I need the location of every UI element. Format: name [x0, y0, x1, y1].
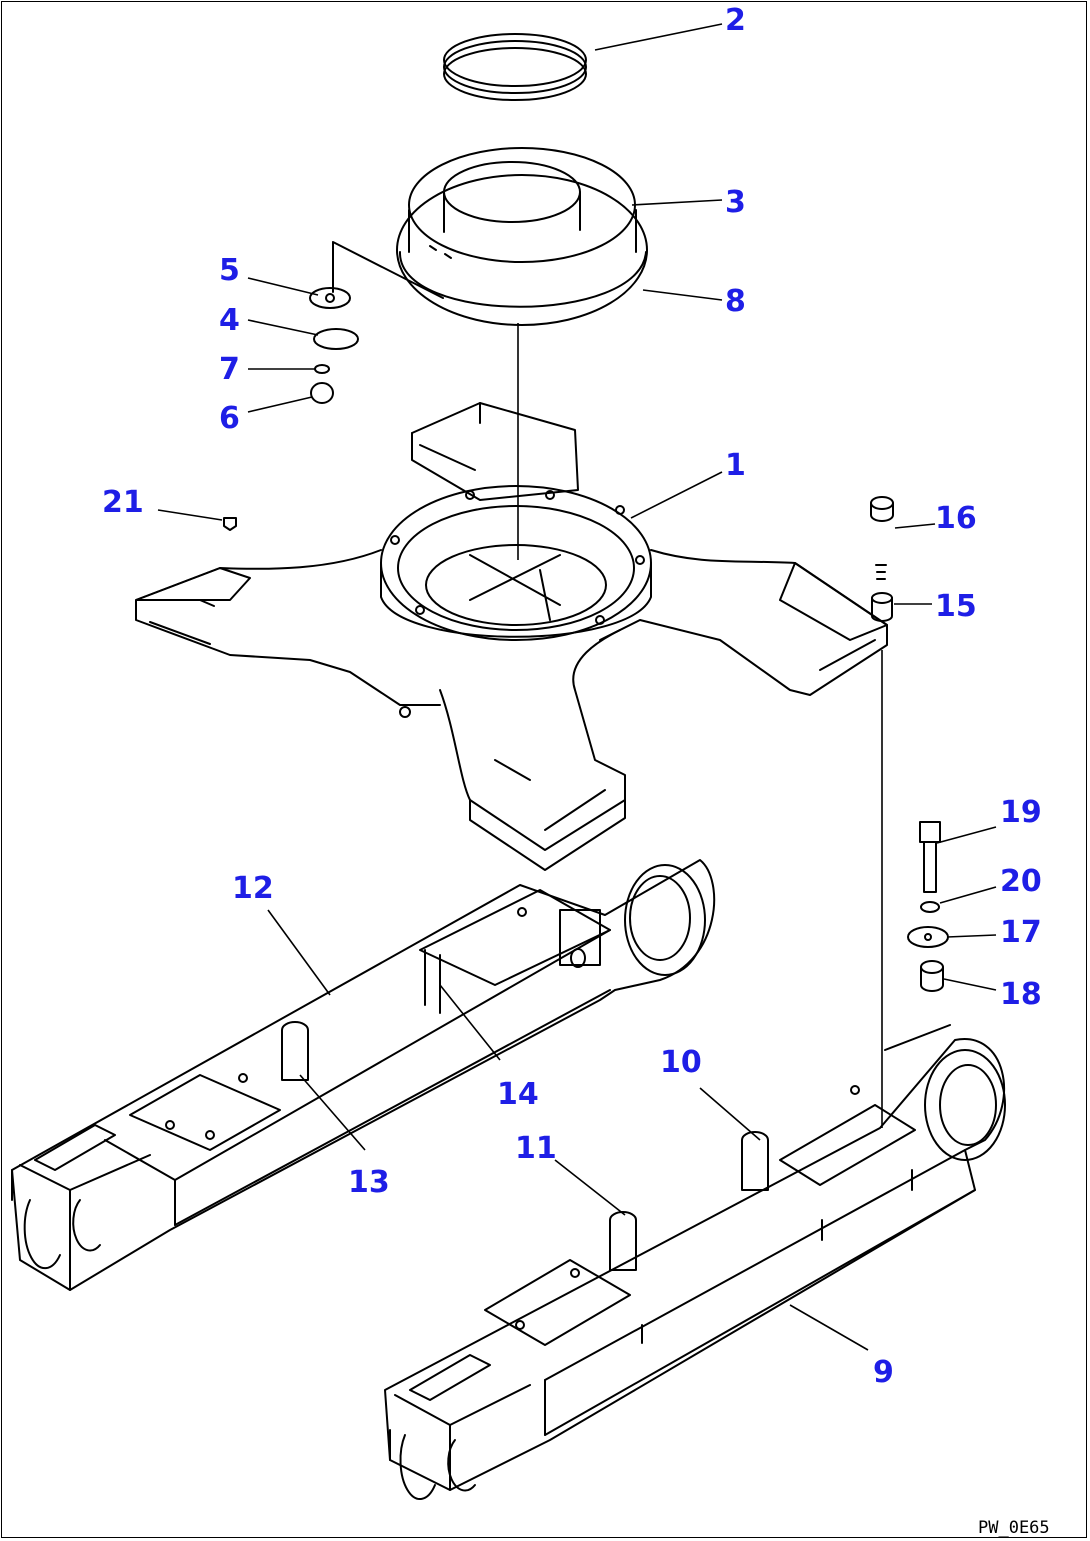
callout-16: 16: [935, 501, 977, 536]
callout-2: 2: [725, 3, 746, 38]
callout-7: 7: [219, 352, 240, 387]
part-12-left-track-frame: [11, 859, 716, 1291]
parts-19-20-17-18: [907, 821, 949, 992]
part-2-ring: [443, 33, 587, 101]
drawing-code: PW_0E65: [978, 1518, 1050, 1538]
part-9-right-track-frame: [384, 1024, 1006, 1501]
callout-18: 18: [1000, 977, 1042, 1012]
callout-5: 5: [219, 253, 240, 288]
parts-5-4-7-6-small: [309, 241, 444, 404]
callout-8: 8: [725, 284, 746, 319]
callout-12: 12: [232, 871, 274, 906]
callout-19: 19: [1000, 795, 1042, 830]
callout-11: 11: [515, 1131, 557, 1166]
callout-3: 3: [725, 185, 746, 220]
callout-15: 15: [935, 589, 977, 624]
callout-13: 13: [348, 1165, 390, 1200]
callout-17: 17: [1000, 915, 1042, 950]
part-1-center-frame: [135, 402, 888, 871]
leader-lines: [157, 23, 997, 1351]
callout-1: 1: [725, 448, 746, 483]
part-21-plug: [223, 517, 237, 531]
callout-labels: 2 3 8 5 4 7 6 1 21 16 15 19 20 17 18 12 …: [102, 3, 1042, 1390]
callout-20: 20: [1000, 864, 1042, 899]
callout-21: 21: [102, 485, 144, 520]
callout-6: 6: [219, 401, 240, 436]
callout-4: 4: [219, 303, 240, 338]
part-3-8-gear-ring: [396, 147, 648, 326]
callout-14: 14: [497, 1077, 539, 1112]
parts-16-15: [870, 496, 894, 622]
callout-10: 10: [660, 1045, 702, 1080]
callout-9: 9: [873, 1355, 894, 1390]
